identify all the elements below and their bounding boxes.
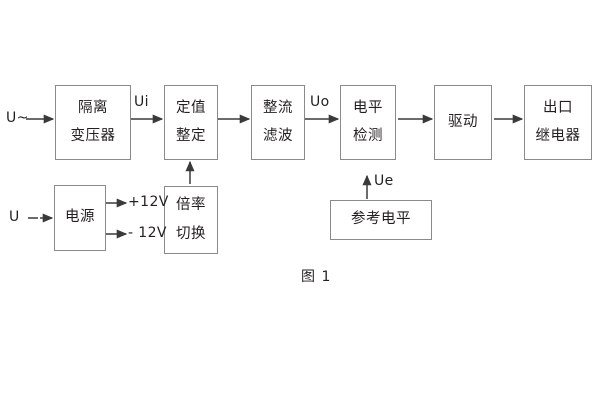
label-input-ac: U~ [6,110,29,126]
block-level-detection[interactable]: 电平 检测 [340,85,396,160]
label-rail-positive: +12V [128,194,169,210]
block-line: 参考电平 [351,211,411,228]
label-signal-uo: Uo [310,94,330,110]
block-line: 整流 [263,99,293,116]
label-signal-ui: Ui [134,94,149,110]
block-output-relay[interactable]: 出口 继电器 [524,85,592,160]
block-line: 电源 [65,209,95,226]
block-line: 隔离 [78,99,108,116]
block-line: 切换 [176,225,206,242]
label-input-dc: U [9,209,20,225]
block-line: 整定 [176,128,206,144]
block-line: 继电器 [535,128,581,144]
block-line: 定值 [176,99,206,116]
block-line: 驱动 [448,113,478,130]
block-isolation-transformer[interactable]: 隔离 变压器 [55,85,131,160]
block-power-supply[interactable]: 电源 [54,185,106,251]
block-line: 检测 [353,128,383,144]
block-multiplier-switch[interactable]: 倍率 切换 [164,186,218,254]
block-line: 电平 [353,99,383,116]
block-rectify-filter[interactable]: 整流 滤波 [251,85,305,160]
block-line: 变压器 [70,128,116,144]
block-line: 倍率 [176,197,206,214]
block-line: 滤波 [263,128,293,144]
block-line: 出口 [543,99,573,116]
label-signal-ue: Ue [374,173,394,189]
block-setting-value[interactable]: 定值 整定 [164,85,218,160]
block-drive[interactable]: 驱动 [434,85,492,160]
block-reference-level[interactable]: 参考电平 [330,200,432,240]
figure-caption: 图 1 [301,269,332,285]
label-rail-negative: - 12V [128,225,167,241]
